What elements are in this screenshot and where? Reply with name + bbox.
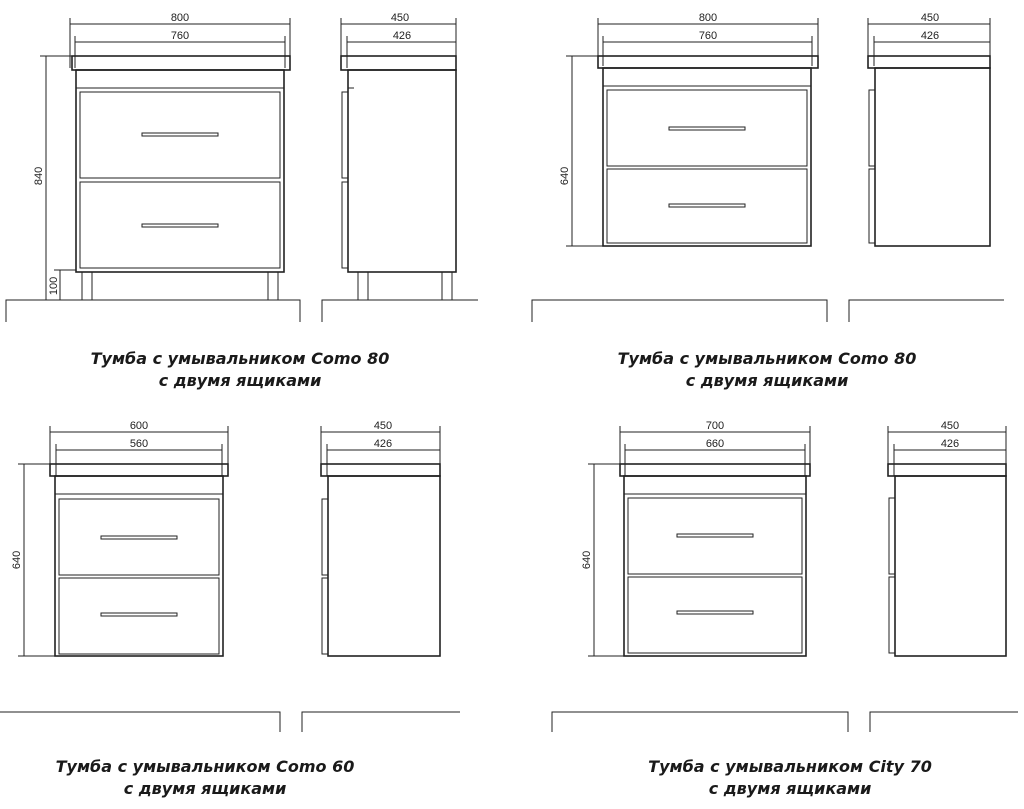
front-overall-width-label: 800 (171, 12, 189, 24)
drawer-handle (141, 132, 219, 137)
side-drawer-front (341, 181, 349, 269)
cabinet-body (54, 475, 224, 657)
view-como-60: 600 560 640 450 426 Тумба с умывальником… (0, 420, 460, 798)
side-cabinet-body (347, 69, 457, 273)
side-inner-depth-label: 426 (921, 30, 939, 42)
drawer-bottom (606, 168, 808, 244)
caption-subtitle: с двумя ящиками (686, 371, 849, 390)
front-overall-width-label: 800 (699, 12, 717, 24)
caption-subtitle: с двумя ящиками (709, 779, 872, 798)
drawer-top (79, 91, 281, 179)
side-drawer-front (888, 576, 896, 654)
front-overall-width-label: 600 (130, 420, 148, 432)
view-city-70: 700 660 640 450 426 Тумба с умывальником… (551, 420, 1018, 798)
front-inner-width-label: 760 (699, 30, 717, 42)
view-como-80-legs: 800 760 840 100 450 (5, 12, 478, 390)
basin-top (619, 463, 811, 477)
height-label: 840 (33, 167, 45, 185)
cabinet-body (623, 475, 807, 657)
side-drawer-front (868, 89, 876, 167)
side-inner-depth-label: 426 (941, 438, 959, 450)
side-overall-depth-label: 450 (391, 12, 409, 24)
caption-title: Тумба с умывальником Como 80 (91, 349, 390, 368)
drawer-handle (676, 610, 754, 615)
caption-subtitle: с двумя ящиками (124, 779, 287, 798)
side-cabinet-body (327, 475, 441, 657)
side-drawer-front (321, 577, 329, 655)
drawer-top (58, 498, 220, 576)
caption-title: Тумба с умывальником Como 60 (56, 757, 355, 776)
height-label: 640 (11, 551, 23, 569)
front-overall-width-label: 700 (706, 420, 724, 432)
leg-height-label: 100 (48, 277, 60, 295)
drawer-bottom (79, 181, 281, 269)
drawer-handle (100, 535, 178, 540)
side-basin-top (340, 55, 457, 71)
cabinet-body (602, 67, 812, 247)
drawer-bottom (58, 577, 220, 655)
side-overall-depth-label: 450 (941, 420, 959, 432)
side-overall-depth-label: 450 (921, 12, 939, 24)
drawer-handle (100, 612, 178, 617)
side-drawer-front (888, 497, 896, 575)
side-drawer-front (868, 168, 876, 244)
side-inner-depth-label: 426 (393, 30, 411, 42)
side-overall-depth-label: 450 (374, 420, 392, 432)
side-basin-top (887, 463, 1007, 477)
caption-title: Тумба с умывальником City 70 (648, 757, 932, 776)
caption-subtitle: с двумя ящиками (159, 371, 322, 390)
drawer-handle (141, 223, 219, 228)
front-inner-width-label: 760 (171, 30, 189, 42)
side-drawer-front (321, 498, 329, 576)
drawer-handle (668, 203, 746, 208)
side-basin-top (320, 463, 441, 477)
height-label: 640 (559, 167, 571, 185)
basin-top (597, 55, 819, 69)
height-label: 640 (581, 551, 593, 569)
view-como-80: 800 760 640 450 426 Тумба с умывальником… (531, 12, 1004, 390)
basin-top (71, 55, 291, 71)
drawer-handle (668, 126, 746, 131)
cabinet-body (75, 69, 285, 273)
drawer-top (627, 497, 803, 575)
side-cabinet-body (874, 67, 991, 247)
side-basin-top (867, 55, 991, 69)
drawer-handle (676, 533, 754, 538)
drawer-bottom (627, 576, 803, 654)
side-cabinet-body (894, 475, 1007, 657)
basin-top (49, 463, 229, 477)
front-inner-width-label: 560 (130, 438, 148, 450)
side-inner-depth-label: 426 (374, 438, 392, 450)
caption-title: Тумба с умывальником Como 80 (618, 349, 917, 368)
side-drawer-front (341, 91, 349, 179)
drawer-top (606, 89, 808, 167)
front-inner-width-label: 660 (706, 438, 724, 450)
